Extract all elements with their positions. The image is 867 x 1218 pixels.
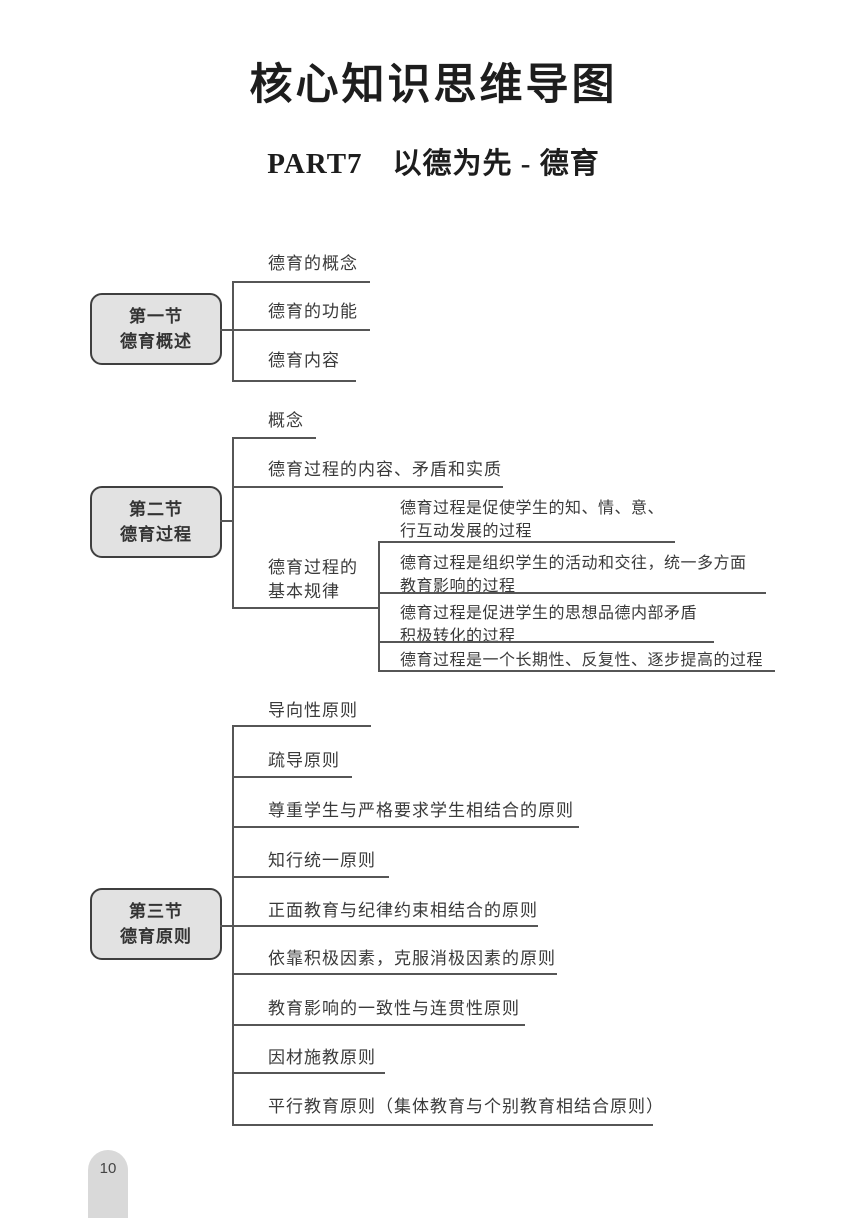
section-3-box: 第三节 德育原则 [90, 888, 222, 960]
branch-underline [232, 437, 316, 439]
branch-underline [232, 826, 579, 828]
branch-label: 知行统一原则 [268, 851, 376, 870]
branch-underline [232, 486, 503, 488]
branch-underline [232, 329, 370, 331]
branch-underline [232, 1024, 525, 1026]
branch-underline [232, 281, 370, 283]
branch-label: 德育内容 [268, 351, 340, 370]
branch-underline [232, 607, 379, 609]
branch-underline [232, 876, 389, 878]
branch-underline [232, 1072, 385, 1074]
branch-underline [232, 776, 352, 778]
branch-underline [232, 725, 371, 727]
subbranch-label-line1: 德育过程是一个长期性、反复性、逐步提高的过程 [400, 652, 764, 669]
subbranch-label-line1: 德育过程是促使学生的知、情、意、 [400, 500, 665, 517]
branch-label-line2: 基本规律 [268, 582, 340, 601]
subbranch-underline [378, 670, 775, 672]
section-1-label-line1: 第一节 [129, 307, 183, 326]
branch-underline [232, 380, 356, 382]
page-title: 核心知识思维导图 [249, 62, 618, 109]
section-2-label-line2: 德育过程 [120, 525, 192, 544]
subbranch-label-line2: 行互动发展的过程 [400, 523, 533, 540]
branch-label: 因材施教原则 [268, 1048, 376, 1067]
section-1-spine [232, 281, 234, 382]
section-2-label-line1: 第二节 [129, 500, 183, 519]
page-number-pill: 10 [88, 1150, 128, 1218]
subbranch-label-line2: 积极转化的过程 [400, 628, 516, 645]
subbranch-underline [378, 592, 766, 594]
section-3-label-line1: 第三节 [129, 902, 183, 921]
section-3-box-connector [220, 925, 234, 927]
branch-label-line1: 德育过程的 [268, 558, 358, 577]
subbranch-underline [378, 541, 675, 543]
page-number: 10 [99, 1160, 117, 1177]
section-1-box-connector [220, 329, 234, 331]
section-1-box: 第一节 德育概述 [90, 293, 222, 365]
branch-label: 正面教育与纪律约束相结合的原则 [268, 901, 538, 920]
branch-label: 德育的功能 [268, 302, 358, 321]
subbranch-bracket [378, 541, 380, 672]
subbranch-underline [378, 641, 714, 643]
section-2-box: 第二节 德育过程 [90, 486, 222, 558]
branch-label: 疏导原则 [268, 751, 340, 770]
section-3-label-line2: 德育原则 [120, 927, 192, 946]
branch-underline [232, 1124, 653, 1126]
branch-label: 平行教育原则（集体教育与个别教育相结合原则） [268, 1097, 664, 1116]
subbranch-label-line2: 教育影响的过程 [400, 578, 516, 595]
branch-label: 尊重学生与严格要求学生相结合的原则 [268, 801, 574, 820]
branch-label: 教育影响的一致性与连贯性原则 [268, 999, 520, 1018]
subbranch-label-line1: 德育过程是促进学生的思想品德内部矛盾 [400, 605, 698, 622]
subbranch-label-line1: 德育过程是组织学生的活动和交往，统一多方面 [400, 555, 747, 572]
part-subtitle: PART7 以德为先 - 德育 [267, 148, 600, 180]
branch-label: 德育过程的内容、矛盾和实质 [268, 460, 502, 479]
branch-underline [232, 925, 538, 927]
section-2-box-connector [220, 520, 234, 522]
branch-label: 概念 [268, 411, 304, 430]
branch-label: 依靠积极因素，克服消极因素的原则 [268, 949, 556, 968]
branch-underline [232, 973, 557, 975]
section-2-spine [232, 437, 234, 609]
branch-label: 导向性原则 [268, 701, 358, 720]
section-1-label-line2: 德育概述 [120, 332, 192, 351]
branch-label: 德育的概念 [268, 254, 358, 273]
